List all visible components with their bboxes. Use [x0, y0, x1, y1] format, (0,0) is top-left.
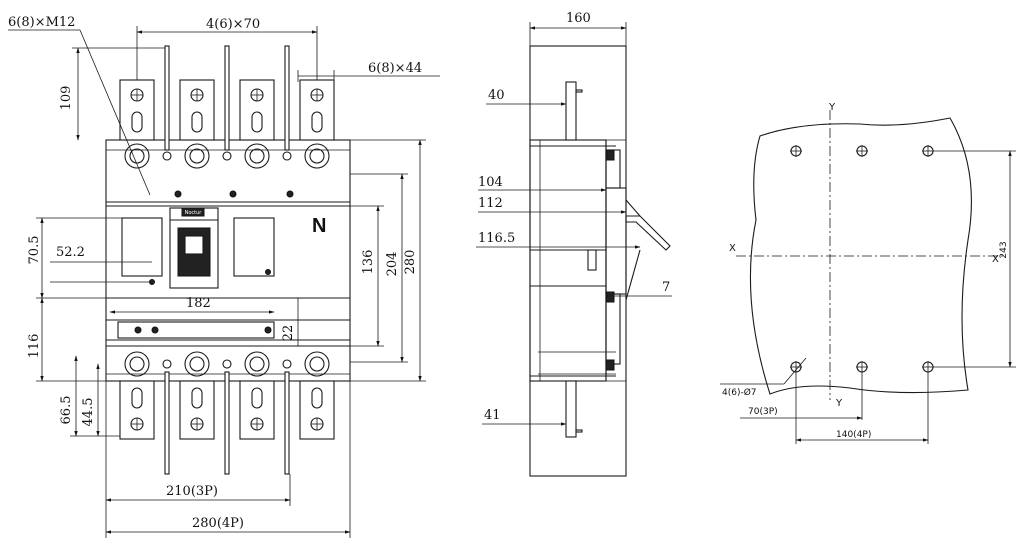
side-dimensions: 160 40 104 112 116.5 7 41 [476, 11, 672, 426]
x-axis-label-right: X [992, 254, 999, 265]
dim-204: 204 [385, 252, 400, 277]
y-axis-label-top: Y [828, 102, 836, 113]
y-axis-label-bottom: Y [835, 398, 843, 409]
mounting-dimensions: 243 4(6)-Ø7 70(3P) 140(4P) [720, 150, 1016, 444]
dim-22: 22 [281, 325, 296, 342]
dim-7: 7 [662, 280, 670, 295]
dim-160: 160 [566, 11, 591, 26]
dim-280: 280 [403, 250, 418, 275]
dim-140-4p: 140(4P) [836, 430, 871, 440]
bottom-terminals [124, 351, 330, 377]
dim-bar-width: 6(8)×44 [368, 61, 422, 76]
bottom-busbars [119, 371, 335, 475]
dim-210-3p: 210(3P) [166, 484, 218, 499]
brand-logo [181, 207, 205, 217]
dim-41: 41 [484, 408, 501, 423]
right-window [233, 217, 275, 277]
front-dimensions: 4(6)×70 6(8)×M12 6(8)×44 109 70.5 52.2 [8, 15, 440, 538]
top-busbars [119, 45, 335, 151]
dim-70-5: 70.5 [27, 236, 42, 265]
dim-243: 243 [999, 241, 1009, 258]
dim-holes: 4(6)-Ø7 [722, 387, 757, 398]
dim-116: 116 [27, 334, 42, 359]
brand-logo-text: Noctur [185, 210, 203, 216]
dim-66-5: 66.5 [59, 396, 74, 425]
side-view: 160 40 104 112 116.5 7 41 [476, 11, 672, 477]
dim-136: 136 [361, 250, 376, 275]
dim-44-5: 44.5 [81, 398, 96, 427]
x-axis-label-left: X [729, 243, 736, 254]
dim-70-3p: 70(3P) [748, 407, 778, 417]
dim-112: 112 [478, 196, 503, 211]
dim-bolt: 6(8)×M12 [8, 15, 75, 30]
side-outline [529, 45, 627, 477]
operating-handle [169, 207, 219, 289]
dim-280-4p: 280(4P) [192, 516, 244, 531]
breaker-body [105, 139, 351, 382]
rating-plate [117, 321, 275, 339]
dim-40: 40 [488, 88, 505, 103]
dim-104: 104 [478, 175, 503, 190]
mounting-holes [790, 145, 934, 373]
dim-109: 109 [59, 86, 74, 111]
panel-cutout [749, 117, 972, 395]
top-terminals [124, 143, 330, 198]
neutral-mark: N [312, 215, 326, 237]
left-window [121, 217, 163, 277]
dim-pitch: 4(6)×70 [206, 17, 260, 32]
mounting-view: X X Y Y 243 4(6)-Ø7 70(3P) 140(4P [720, 102, 1016, 444]
dim-52-2: 52.2 [56, 245, 85, 260]
dim-116-5: 116.5 [478, 231, 515, 246]
side-handle [625, 215, 671, 251]
dim-182: 182 [186, 296, 211, 311]
front-view: Noctur N [8, 15, 440, 538]
